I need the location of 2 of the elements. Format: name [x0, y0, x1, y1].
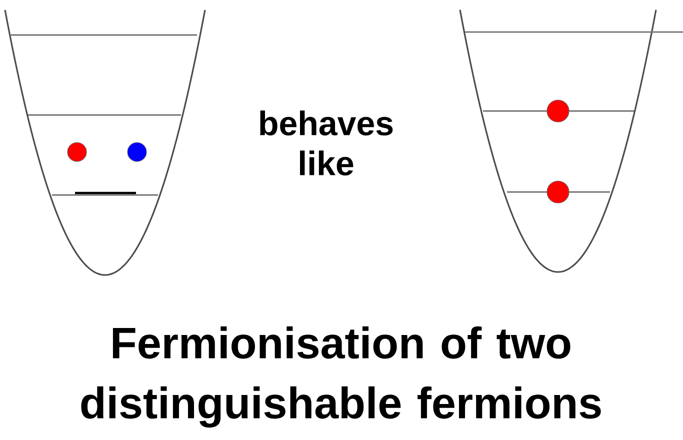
caption: Fermionisation of two distinguishable fermions: [81, 326, 601, 428]
body-text: behaves like: [260, 110, 393, 176]
